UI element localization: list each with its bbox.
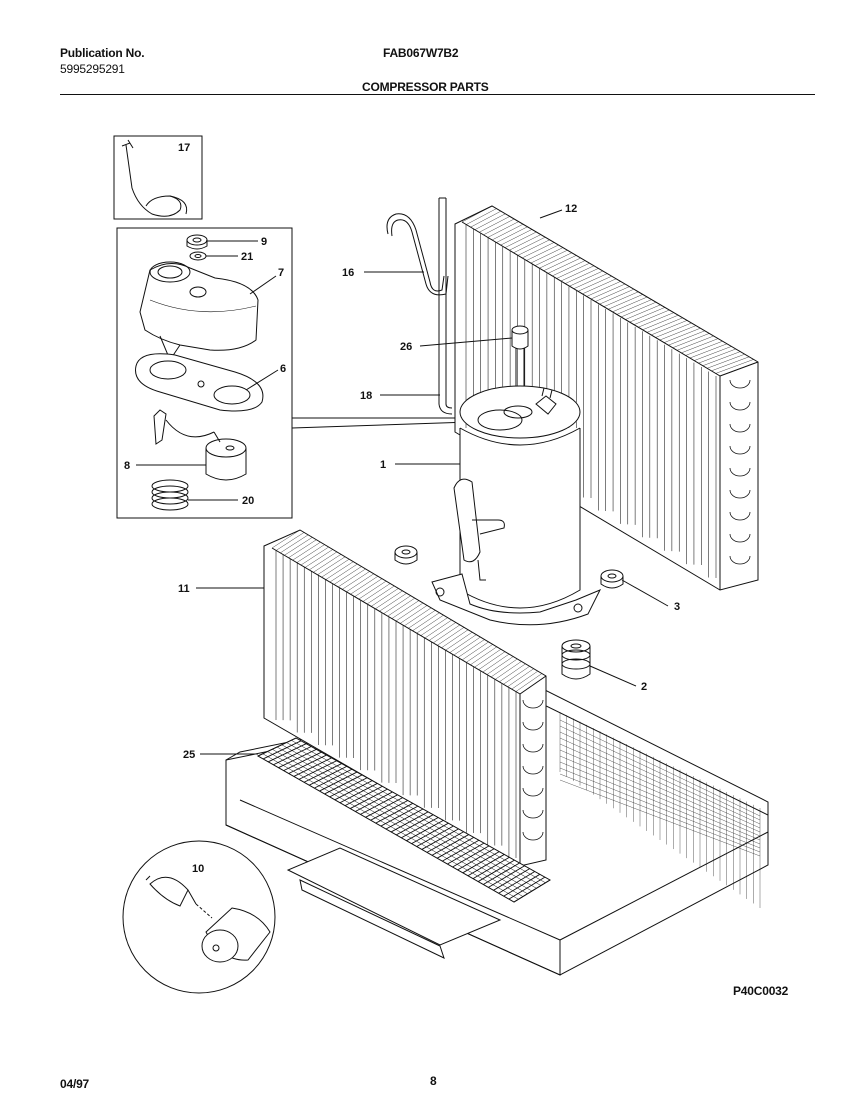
terminal-cover-part-7 (139, 261, 259, 362)
section-title: COMPRESSOR PARTS (362, 80, 489, 94)
callout-1: 1 (380, 459, 386, 471)
callout-21: 21 (241, 251, 253, 263)
publication-number: 5995295291 (60, 62, 125, 76)
leader-lines (136, 209, 669, 755)
compressor-base-plate (431, 573, 602, 626)
mount-nut-part-3 (600, 569, 624, 589)
callout-20: 20 (242, 495, 254, 507)
callout-2: 2 (641, 681, 647, 693)
gasket-part-6 (135, 353, 264, 412)
overload-protector-part-8 (153, 409, 247, 481)
compressor-part-1 (431, 385, 602, 626)
accumulator (453, 478, 481, 563)
callout-6: 6 (280, 363, 286, 375)
valve-part-26 (511, 325, 529, 388)
callout-3: 3 (674, 601, 680, 613)
callout-10: 10 (192, 863, 204, 875)
callout-7: 7 (278, 267, 284, 279)
coil-part-11 (263, 529, 547, 867)
header-rule (60, 94, 815, 95)
inset-box-17 (113, 135, 203, 220)
publication-label: Publication No. (60, 46, 145, 60)
callout-9: 9 (261, 236, 267, 248)
callout-25: 25 (183, 749, 195, 761)
callout-8: 8 (124, 460, 130, 472)
page-number: 8 (430, 1074, 437, 1088)
callout-11: 11 (178, 583, 190, 595)
callout-16: 16 (342, 267, 354, 279)
callout-18: 18 (360, 390, 372, 402)
footer-date: 04/97 (60, 1077, 90, 1091)
base-pan-tray (286, 847, 502, 946)
tube-part-16 (386, 213, 449, 296)
projection-line-bottom (291, 421, 471, 429)
drawing-code: P40C0032 (733, 984, 789, 998)
capacitor-detail-part-10 (122, 840, 276, 994)
nut-part-9 (186, 234, 208, 250)
filter-part-25 (256, 737, 551, 903)
tube-part-18 (438, 197, 453, 415)
inset-box-terminal-parts (116, 227, 293, 519)
washer-part-21 (189, 251, 207, 261)
mount-nut-left (394, 545, 418, 565)
thermistor-wire (125, 144, 182, 217)
capacitor-strap (149, 876, 189, 907)
spring-clip-part-20 (151, 479, 189, 511)
condenser-coil-part-12 (454, 205, 759, 591)
model-number: FAB067W7B2 (383, 46, 459, 60)
callout-17: 17 (178, 142, 190, 154)
callout-12: 12 (565, 203, 577, 215)
callout-26: 26 (400, 341, 412, 353)
grommet-part-2 (561, 639, 591, 680)
